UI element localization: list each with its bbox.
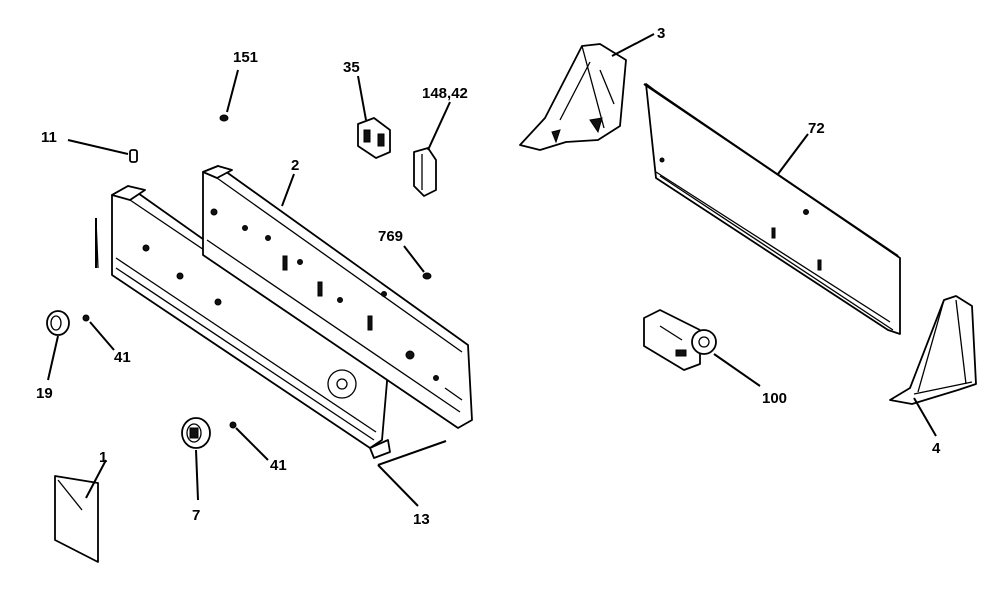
callout-148-42: 148,42	[422, 85, 468, 102]
leader-lines	[47, 33, 937, 507]
spring-41a-part	[82, 314, 90, 322]
callout-72: 72	[808, 120, 825, 137]
callout-13: 13	[413, 511, 430, 528]
backsplash-panel-part	[643, 83, 901, 335]
callout-151: 151	[233, 49, 258, 66]
callout-19: 19	[36, 385, 53, 402]
lamp-holder-part	[413, 147, 437, 197]
channel-bracket-part	[202, 165, 473, 429]
callout-3: 3	[657, 25, 665, 42]
callout-35: 35	[343, 59, 360, 76]
callout-7: 7	[192, 507, 200, 524]
callout-4: 4	[932, 440, 941, 457]
callout-769: 769	[378, 228, 403, 245]
spring-41b-part	[229, 421, 237, 429]
left-end-cap-part	[519, 43, 627, 151]
knob-19-part	[46, 310, 70, 336]
callout-labels: 151 35 148,42 3 72 11 2 769 41 19 100 4 …	[36, 25, 941, 528]
callout-41-upper: 41	[114, 349, 131, 366]
timer-part	[643, 309, 717, 371]
callout-41-lower: 41	[270, 457, 287, 474]
callout-11: 11	[41, 129, 57, 146]
callout-1: 1	[99, 449, 107, 466]
callout-2: 2	[291, 157, 299, 174]
screw-11-part	[129, 149, 138, 163]
right-end-cap-part	[889, 295, 977, 405]
switch-part	[357, 117, 391, 159]
callout-100: 100	[762, 390, 787, 407]
control-panel-part	[95, 185, 391, 459]
knob-7-part	[181, 417, 211, 449]
screw-151-part	[219, 114, 229, 122]
clip-769-part	[422, 272, 432, 280]
